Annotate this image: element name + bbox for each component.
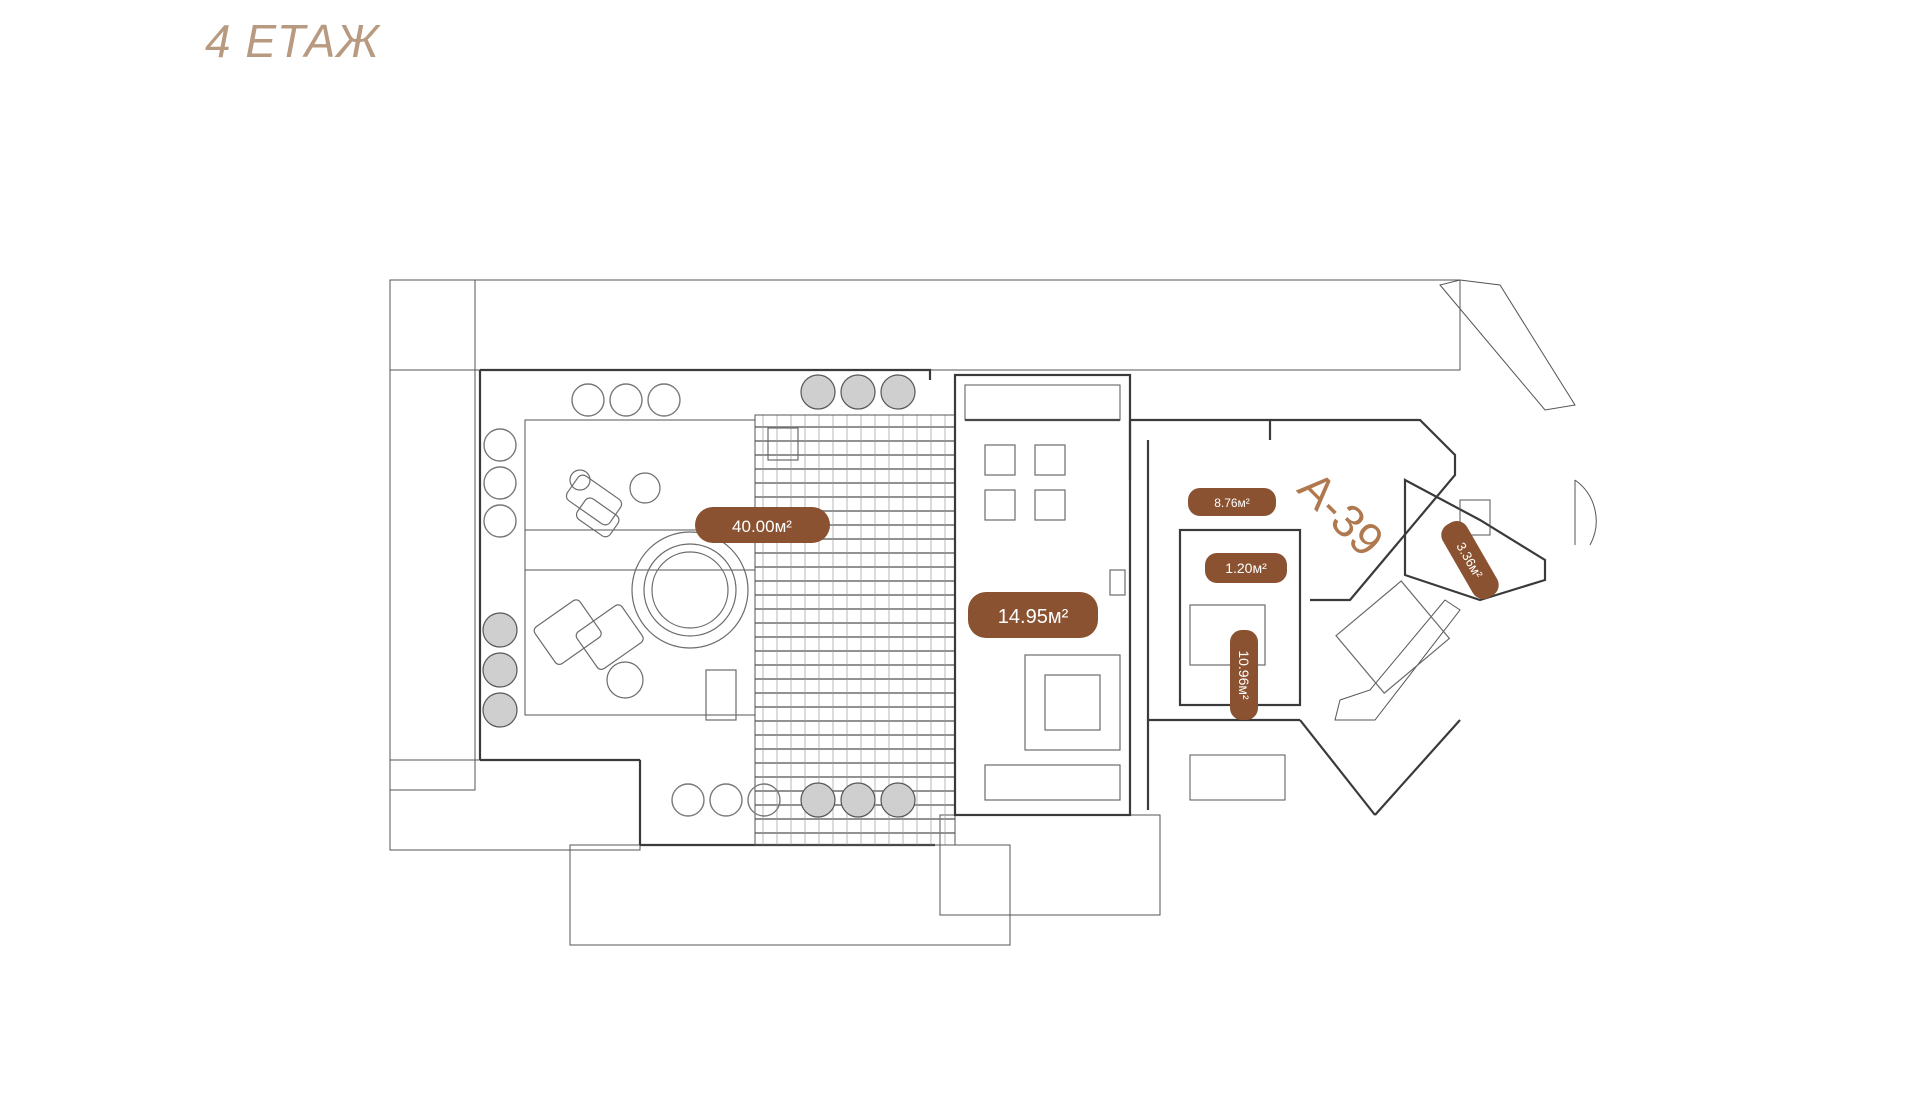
- living-furniture: [984, 444, 1126, 801]
- badge-hall: 8.76м²: [1188, 488, 1276, 516]
- roof-left: [389, 279, 476, 791]
- roof-right: [1334, 279, 1576, 721]
- bedroom-furniture: [1189, 580, 1451, 694]
- area-living: 14.95м²: [998, 606, 1069, 628]
- badge-living: 14.95м²: [968, 592, 1098, 638]
- badge-terrace: 40.00м²: [695, 507, 830, 543]
- area-hall: 8.76м²: [1214, 496, 1250, 510]
- trees: [482, 374, 916, 818]
- floor-title: 4 ЕТАЖ: [205, 15, 380, 67]
- badge-wc: 3.36м²: [1441, 521, 1499, 599]
- apartment-walls: [953, 373, 1597, 817]
- area-terrace: 40.00м²: [732, 517, 792, 536]
- apartment-label: A-39: [1289, 461, 1394, 566]
- area-bath: 1.20м²: [1225, 560, 1267, 576]
- terrace: [524, 414, 956, 846]
- roof-top: [389, 279, 1461, 371]
- badge-bath: 1.20м²: [1205, 553, 1287, 583]
- roof-bottom-left: [389, 759, 641, 851]
- area-bedroom: 10.96м²: [1236, 650, 1252, 700]
- badge-bedroom: 10.96м²: [1230, 630, 1258, 720]
